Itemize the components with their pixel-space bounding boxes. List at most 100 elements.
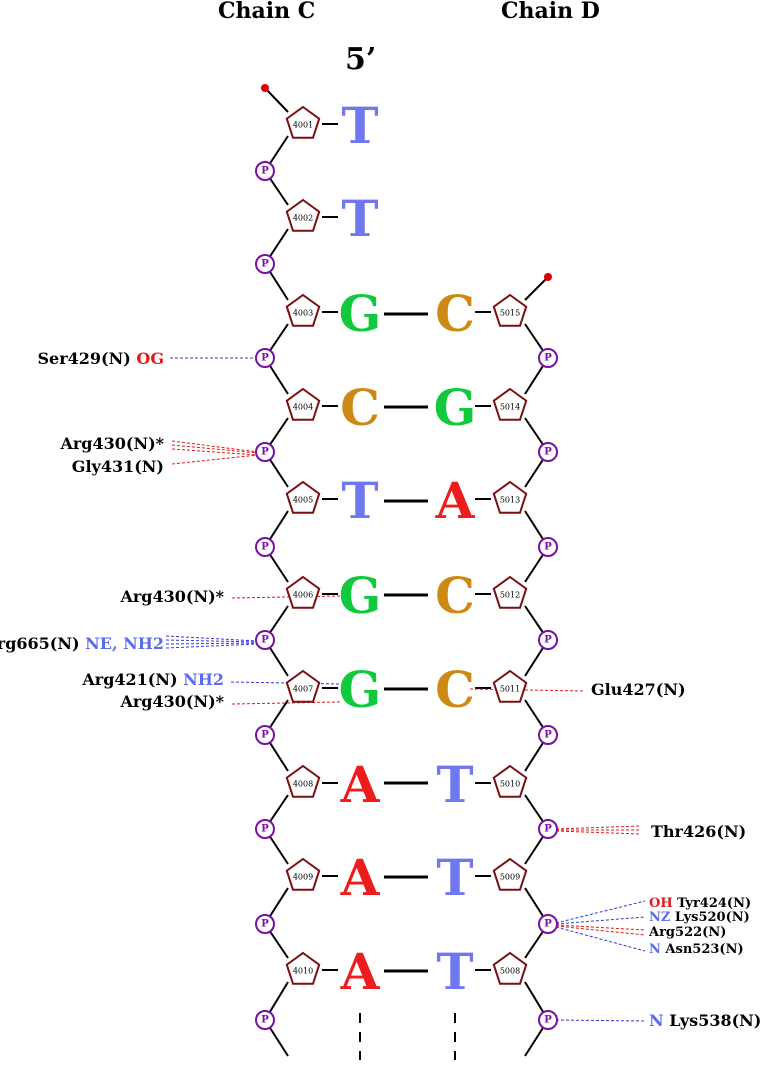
nucleotide-number: 5013 (499, 495, 521, 505)
phosphate-circle (255, 254, 275, 274)
nucleotide-number: 5009 (499, 872, 521, 882)
base-letter: A (435, 471, 475, 530)
phosphate-label: P (261, 729, 269, 741)
contact-line-arg430-c (231, 701, 341, 705)
contact-label-gly431: Gly431(N) (72, 458, 164, 476)
base-letter: T (436, 755, 474, 814)
contact-label-thr426: Thr426(N) (651, 823, 746, 841)
chain-d-backbone (524, 276, 549, 1057)
phosphate-circle (255, 725, 275, 745)
nucleotide-number: 4009 (292, 872, 314, 882)
contact-label-lys520: NZ Lys520(N) (649, 910, 750, 925)
continuation-dashes (359, 1013, 456, 1060)
base-letter: G (338, 660, 382, 719)
phosphate-label: P (544, 729, 552, 741)
phosphate-circle (255, 348, 275, 368)
base-letter: T (341, 471, 379, 530)
phosphate-label: P (261, 634, 269, 646)
nucleotide-number: 4007 (292, 684, 314, 694)
contact-line-glu427 (469, 688, 586, 692)
contact-residue: Gly431(N) (71, 457, 164, 476)
base-letter: C (435, 284, 475, 343)
sugar-ring (285, 198, 321, 232)
five-prime-label: 5’ (345, 42, 377, 77)
contact-label-arg430-b: Arg430(N)* (120, 588, 224, 606)
sugar-ring (285, 951, 321, 985)
chain-c-title: Chain C (218, 0, 316, 24)
contact-line-arg421 (230, 681, 341, 685)
sugar-ring (492, 387, 528, 421)
nucleotide-number: 5014 (499, 402, 521, 412)
phosphate-label: P (261, 541, 269, 553)
base-letter: A (340, 755, 380, 814)
contact-label-arg665: Arg665(N) NE, NH2 (0, 635, 164, 653)
contact-line-lys538 (555, 1019, 646, 1022)
contact-line-arg522 (555, 924, 646, 931)
base-pair-bonds (384, 312, 428, 973)
phosphate-circle (255, 161, 275, 181)
contact-label-glu427: Glu427(N) (591, 681, 686, 699)
contact-atom: OH (649, 896, 673, 911)
chain-d-sugar-stems (475, 311, 491, 971)
contact-label-arg522: Arg522(N) (649, 925, 726, 940)
contact-label-lys538: N Lys538(N) (649, 1012, 761, 1030)
phosphate-circle (538, 725, 558, 745)
chain-c-backbone (264, 87, 289, 1057)
phosphate-circle (255, 442, 275, 462)
contact-residue: Tyr424(N) (677, 896, 752, 911)
contact-residue: Lys538(N) (669, 1011, 761, 1030)
phosphate-circle (538, 537, 558, 557)
phosphate-groups (255, 161, 558, 1030)
base-letter: C (435, 566, 475, 625)
contact-line-gly431 (171, 454, 259, 465)
base-letter: A (340, 942, 380, 1001)
nucleotide-number: 5012 (499, 590, 521, 600)
contact-residue: Thr426(N) (651, 822, 747, 841)
phosphate-circle (538, 348, 558, 368)
contact-line-thr426 (555, 825, 641, 830)
phosphate-label: P (544, 446, 552, 458)
sugar-ring (285, 387, 321, 421)
sugar-ring (492, 293, 528, 327)
phosphate-label: P (261, 352, 269, 364)
sugar-ring (285, 480, 321, 514)
contact-residue: Lys520(N) (674, 910, 750, 925)
sugar-ring (492, 669, 528, 703)
nucleotide-number: 4003 (292, 308, 314, 318)
base-letter: G (338, 284, 382, 343)
phosphate-circle (538, 442, 558, 462)
contact-atom: N (649, 1011, 664, 1030)
nucleotide-number: 4001 (292, 120, 314, 130)
terminal-dot-chain-c (261, 84, 269, 92)
sugar-rings (285, 105, 528, 985)
nucleotide-number: 5010 (499, 779, 521, 789)
contact-atom: NE, NH2 (85, 634, 164, 653)
contact-label-tyr424: OH Tyr424(N) (649, 896, 751, 911)
contact-label-asn523: N Asn523(N) (649, 942, 744, 957)
nucleotide-number: 4008 (292, 779, 314, 789)
sugar-ring (285, 669, 321, 703)
contact-label-ser429: Ser429(N) OG (37, 350, 164, 368)
base-letter: C (340, 378, 380, 437)
phosphate-label: P (544, 918, 552, 930)
contact-line-asn523 (555, 926, 646, 952)
sugar-ring (285, 575, 321, 609)
phosphate-label: P (261, 446, 269, 458)
phosphate-label: P (261, 258, 269, 270)
contact-residue: Asn523(N) (665, 942, 744, 957)
phosphate-label: P (544, 1014, 552, 1026)
contact-residue: Ser429(N) (37, 349, 131, 368)
contact-lines (165, 357, 646, 1022)
contact-label-arg430-a: Arg430(N)* (60, 435, 164, 453)
base-letter: T (341, 96, 379, 155)
sugar-ring (285, 105, 321, 139)
contact-line-arg430-b (231, 595, 341, 599)
phosphate-label: P (261, 918, 269, 930)
contact-atom: OG (136, 349, 164, 368)
contact-residue: Glu427(N) (591, 680, 686, 699)
phosphate-circle (538, 819, 558, 839)
contact-residue: Arg430(N)* (120, 587, 224, 606)
base-letter: C (435, 660, 475, 719)
phosphate-circle (538, 914, 558, 934)
